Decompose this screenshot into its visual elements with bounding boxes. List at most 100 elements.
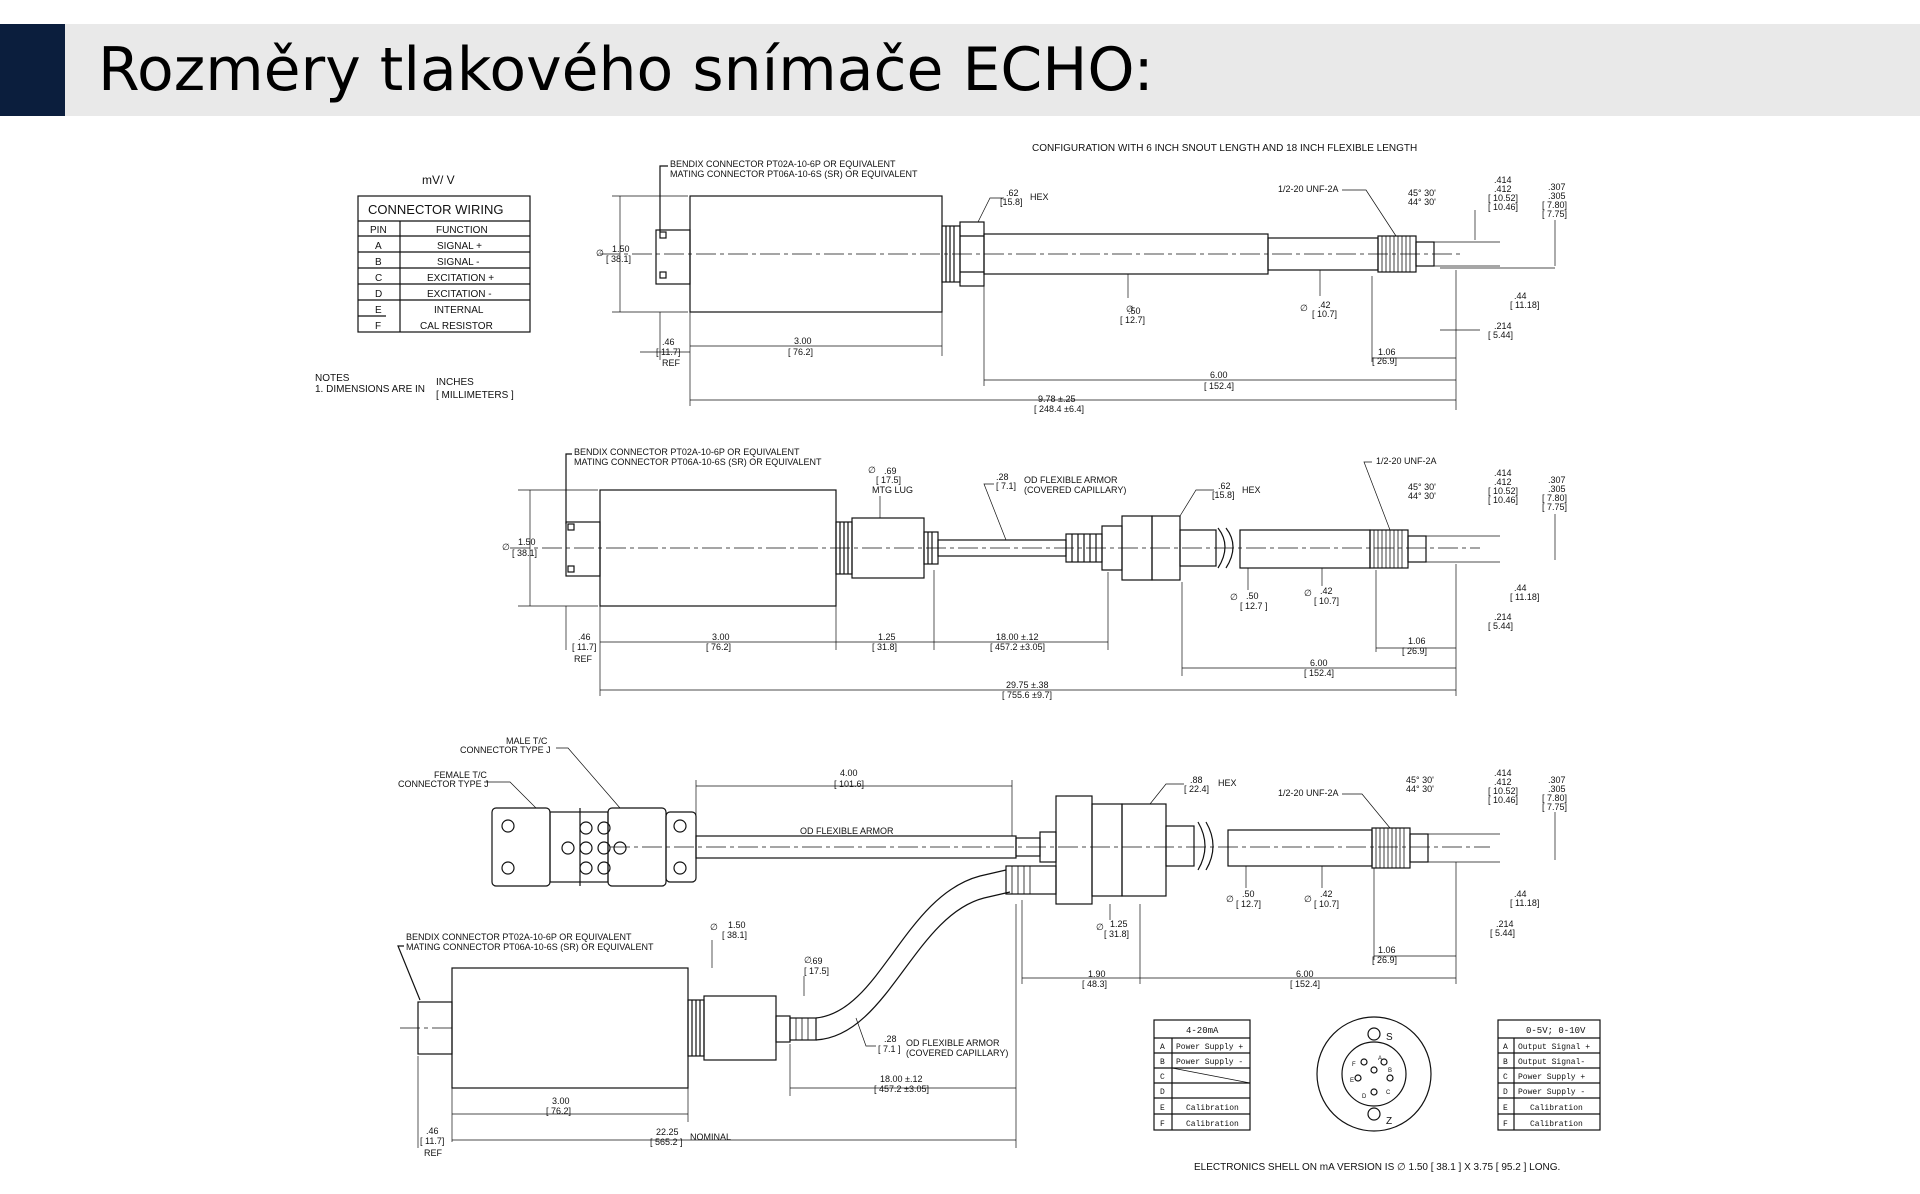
dim-hex-mm: [15.8]: [1000, 197, 1023, 207]
pin-label: C: [1386, 1090, 1391, 1096]
dim-armor-mm: [ 7.1 ]: [878, 1044, 901, 1054]
dim-dia-50: .50: [1242, 889, 1255, 899]
hex-label: HEX: [1030, 192, 1049, 202]
dim-1046: [ 10.46]: [1488, 202, 1518, 212]
dim-2225-mm: [ 565.2 ]: [650, 1137, 683, 1147]
title-bar: [65, 24, 1920, 116]
dim-307: .307: [1548, 775, 1566, 785]
female-tc-label-2: CONNECTOR TYPE J: [398, 779, 489, 789]
dim-300: 3.00: [552, 1096, 570, 1106]
dim-armor: .28: [884, 1034, 897, 1044]
hex-nut: [1121, 803, 1167, 897]
table-function: Power Supply +: [1518, 1073, 1585, 1082]
table-pin: F: [1160, 1120, 1165, 1129]
dim-978-mm: [ 248.4 ±6.4]: [1034, 404, 1084, 414]
pin-label: A: [1378, 1056, 1382, 1062]
svg-text:∅: ∅: [1304, 894, 1312, 904]
dim-dia-42: .42: [1318, 300, 1331, 310]
dim-46: .46: [426, 1126, 439, 1136]
dim-44: .44: [1514, 583, 1527, 593]
drawing-3: MALE T/C CONNECTOR TYPE J FEMALE T/C CON…: [397, 736, 1601, 1173]
drawing1-caption: CONFIGURATION WITH 6 INCH SNOUT LENGTH A…: [1032, 143, 1417, 154]
dim-dia-50: .50: [1128, 306, 1141, 316]
pin-z-label: Z: [1386, 1116, 1392, 1127]
dim-dia-42-mm: [ 10.7]: [1312, 309, 1337, 319]
dim-dia-42-mm: [ 10.7]: [1314, 899, 1339, 909]
dim-600-mm: [ 152.4]: [1290, 979, 1320, 989]
dim-978: 9.78 ±.25: [1038, 394, 1075, 404]
dim-46-mm: [ 11.7]: [656, 347, 680, 357]
dim-190: 1.90: [1088, 969, 1106, 979]
dim-dia-50-mm: [ 12.7]: [1120, 315, 1145, 325]
wiring-header-pin: PIN: [370, 225, 387, 236]
dim-lug-mm: [ 17.5]: [876, 475, 901, 485]
dim-ref: REF: [424, 1148, 443, 1158]
notes-unit-mm: [ MILLIMETERS ]: [436, 390, 514, 401]
wiring-header-function: FUNCTION: [436, 225, 488, 236]
dim-125-mm: [ 31.8]: [872, 642, 897, 652]
drawing-1: CONFIGURATION WITH 6 INCH SNOUT LENGTH A…: [315, 143, 1567, 414]
dim-dia-150-mm: [ 38.1]: [722, 930, 747, 940]
dim-300-mm: [ 76.2]: [706, 642, 731, 652]
dim-dia-42: .42: [1320, 586, 1333, 596]
page-title: Rozměry tlakového snímače ECHO:: [98, 35, 1154, 105]
dim-dia-50-mm: [ 12.7]: [1236, 899, 1261, 909]
armor-label-2: (COVERED CAPILLARY): [906, 1048, 1008, 1058]
svg-text:∅: ∅: [868, 465, 876, 475]
dim-armor: .28: [996, 472, 1009, 482]
thread-angle-1: 45° 30': [1408, 482, 1436, 492]
notes-heading: NOTES: [315, 373, 350, 384]
table-pin: C: [1503, 1073, 1508, 1082]
pin-s-label: S: [1386, 1032, 1393, 1043]
connector-label-1: BENDIX CONNECTOR PT02A-10-6P OR EQUIVALE…: [670, 159, 896, 169]
dim-600-mm: [ 152.4]: [1304, 668, 1334, 678]
notes-line: 1. DIMENSIONS ARE IN: [315, 384, 425, 395]
table-title: 4-20mA: [1186, 1026, 1219, 1036]
dim-dia-150-mm: [ 38.1]: [512, 548, 537, 558]
od-armor-label: OD FLEXIBLE ARMOR: [800, 826, 894, 836]
dim-44: .44: [1514, 889, 1527, 899]
male-tc-label-2: CONNECTOR TYPE J: [460, 745, 551, 755]
dim-44: .44: [1514, 291, 1527, 301]
svg-text:∅: ∅: [1096, 922, 1104, 932]
wiring-pin: C: [375, 273, 382, 284]
table-function: Output Signal-: [1518, 1058, 1585, 1067]
dim-69: .69: [810, 956, 823, 966]
dim-2975-mm: [ 755.6 ±9.7]: [1002, 690, 1052, 700]
dim-214: .214: [1494, 612, 1512, 622]
dim-600: 6.00: [1310, 658, 1328, 668]
wiring-function: SIGNAL +: [437, 241, 482, 252]
wiring-function: CAL RESISTOR: [420, 321, 493, 332]
dim-46: .46: [662, 337, 675, 347]
dim-46: .46: [578, 632, 591, 642]
table-pin: F: [1503, 1120, 1508, 1129]
dim-hex: .62: [1006, 188, 1019, 198]
dim-400: 4.00: [840, 768, 858, 778]
dim-775: [ 7.75]: [1542, 209, 1567, 219]
table-function: Calibration: [1530, 1120, 1583, 1129]
connector-label-2: MATING CONNECTOR PT06A-10-6S (SR) OR EQU…: [574, 457, 822, 467]
dim-414: .414: [1494, 768, 1512, 778]
dim-780: [ 7.80]: [1542, 200, 1567, 210]
connector-face: S Z A B C D E F: [1316, 1016, 1432, 1132]
svg-text:∅: ∅: [596, 248, 604, 258]
dim-dia-150-mm: [ 38.1]: [606, 254, 631, 264]
table-function: Calibration: [1530, 1104, 1583, 1113]
table-pin: B: [1503, 1058, 1508, 1067]
dim-dia-42-mm: [ 10.7]: [1314, 596, 1339, 606]
pin-label: B: [1388, 1068, 1392, 1074]
title-accent-block: [0, 24, 65, 116]
dim-214-mm: [ 5.44]: [1490, 928, 1515, 938]
dim-305: .305: [1548, 484, 1566, 494]
svg-text:∅: ∅: [1304, 588, 1312, 598]
dim-1052: [ 10.52]: [1488, 486, 1518, 496]
armor-label-2: (COVERED CAPILLARY): [1024, 485, 1126, 495]
dim-106: 1.06: [1378, 945, 1396, 955]
dim-775: [ 7.75]: [1542, 502, 1567, 512]
notes-unit: INCHES: [436, 377, 474, 388]
table-pin: C: [1160, 1073, 1165, 1082]
dim-305: .305: [1548, 191, 1566, 201]
dim-1052: [ 10.52]: [1488, 193, 1518, 203]
svg-text:∅: ∅: [1126, 304, 1134, 314]
table-title: 0-5V; 0-10V: [1526, 1026, 1586, 1036]
